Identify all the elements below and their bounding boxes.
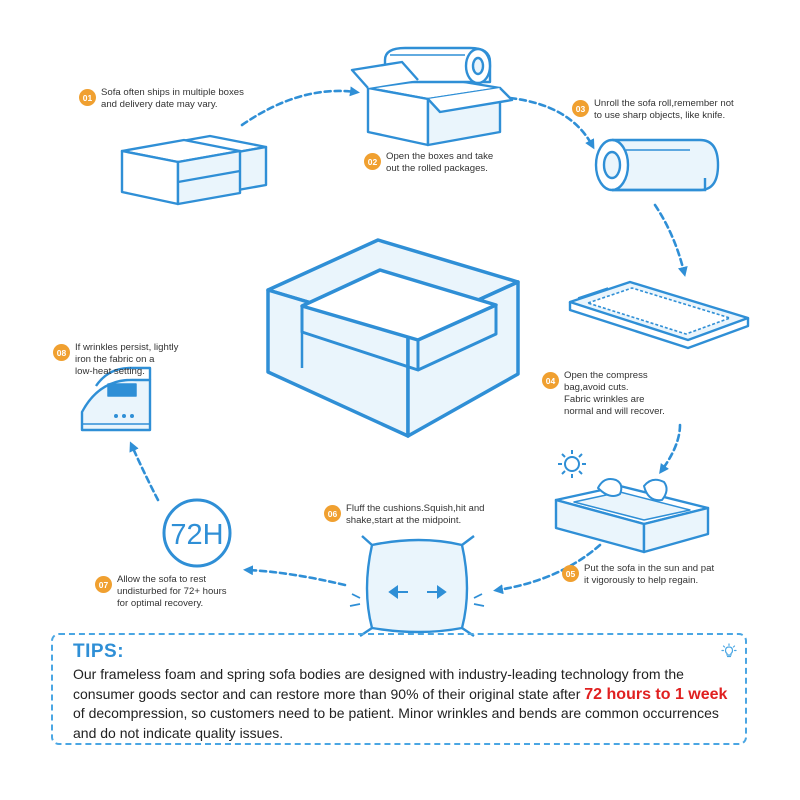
step-08: 08 If wrinkles persist, lightly iron the… xyxy=(53,342,178,378)
iron-icon xyxy=(80,366,152,432)
sofa-icon xyxy=(266,238,520,438)
cushion-arrows-icon xyxy=(388,585,447,599)
step-description: Put the sofa in the sun and pat it vigor… xyxy=(584,563,715,586)
arrow-step4-to-step5 xyxy=(659,423,682,475)
arrow-step2-to-step3 xyxy=(508,96,595,150)
step-description: Fluff the cushions.Squish,hit and shake,… xyxy=(346,503,485,526)
step-number-badge: 02 xyxy=(364,153,381,170)
arrow-step7-to-step8 xyxy=(129,441,160,502)
step-number-badge: 04 xyxy=(542,372,559,389)
tips-highlight: 72 hours to 1 week xyxy=(584,685,728,703)
step-number-badge: 05 xyxy=(562,565,579,582)
step-description: If wrinkles persist, lightly iron the fa… xyxy=(75,342,179,377)
step-number-badge: 08 xyxy=(53,344,70,361)
sofa-sun-hands-icon xyxy=(554,478,710,554)
step-number-badge: 07 xyxy=(95,576,112,593)
arrow-step5-to-step6 xyxy=(493,543,602,595)
arrow-step3-to-step4 xyxy=(653,203,688,277)
sun-icon xyxy=(558,450,586,478)
roll-icon xyxy=(594,138,720,192)
step-05: 05 Put the sofa in the sun and pat it vi… xyxy=(562,563,714,587)
tips-text-after: of decompression, so customers need to b… xyxy=(73,705,719,741)
tips-body: Our frameless foam and spring sofa bodie… xyxy=(73,665,733,743)
step-07: 07 Allow the sofa to rest undisturbed fo… xyxy=(95,574,227,610)
step-number-badge: 01 xyxy=(79,89,96,106)
arrow-step6-to-step7 xyxy=(243,565,347,587)
step-04: 04 Open the compress bag,avoid cuts. Fab… xyxy=(542,370,665,418)
compress-bag-icon xyxy=(568,280,750,350)
tips-text-before: Our frameless foam and spring sofa bodie… xyxy=(73,666,684,702)
step-03: 03 Unroll the sofa roll,remember not to … xyxy=(572,98,734,122)
step-description: Open the boxes and take out the rolled p… xyxy=(386,151,494,174)
tips-title: TIPS: xyxy=(73,641,125,662)
step-description: Open the compress bag,avoid cuts. Fabric… xyxy=(564,370,665,417)
step-description: Sofa often ships in multiple boxes and d… xyxy=(101,87,244,110)
arrow-step1-to-step2 xyxy=(240,86,360,127)
cushion-icon xyxy=(349,535,485,637)
lightbulb-icon xyxy=(721,643,737,658)
step-description: Allow the sofa to rest undisturbed for 7… xyxy=(117,574,227,609)
step-number-badge: 06 xyxy=(324,505,341,522)
step-number-badge: 03 xyxy=(572,100,589,117)
timer-72h-icon: 72H xyxy=(162,498,232,568)
open-box-roll-icon xyxy=(350,46,514,147)
step-01: 01 Sofa often ships in multiple boxes an… xyxy=(79,87,244,111)
timer-label: 72H xyxy=(170,519,223,551)
stacked-boxes-icon xyxy=(120,134,268,206)
step-06: 06 Fluff the cushions.Squish,hit and sha… xyxy=(324,503,485,527)
step-02: 02 Open the boxes and take out the rolle… xyxy=(364,151,493,175)
tips-box: TIPS: Our frameless foam and spring sofa… xyxy=(51,633,747,745)
step-description: Unroll the sofa roll,remember not to use… xyxy=(594,98,734,121)
